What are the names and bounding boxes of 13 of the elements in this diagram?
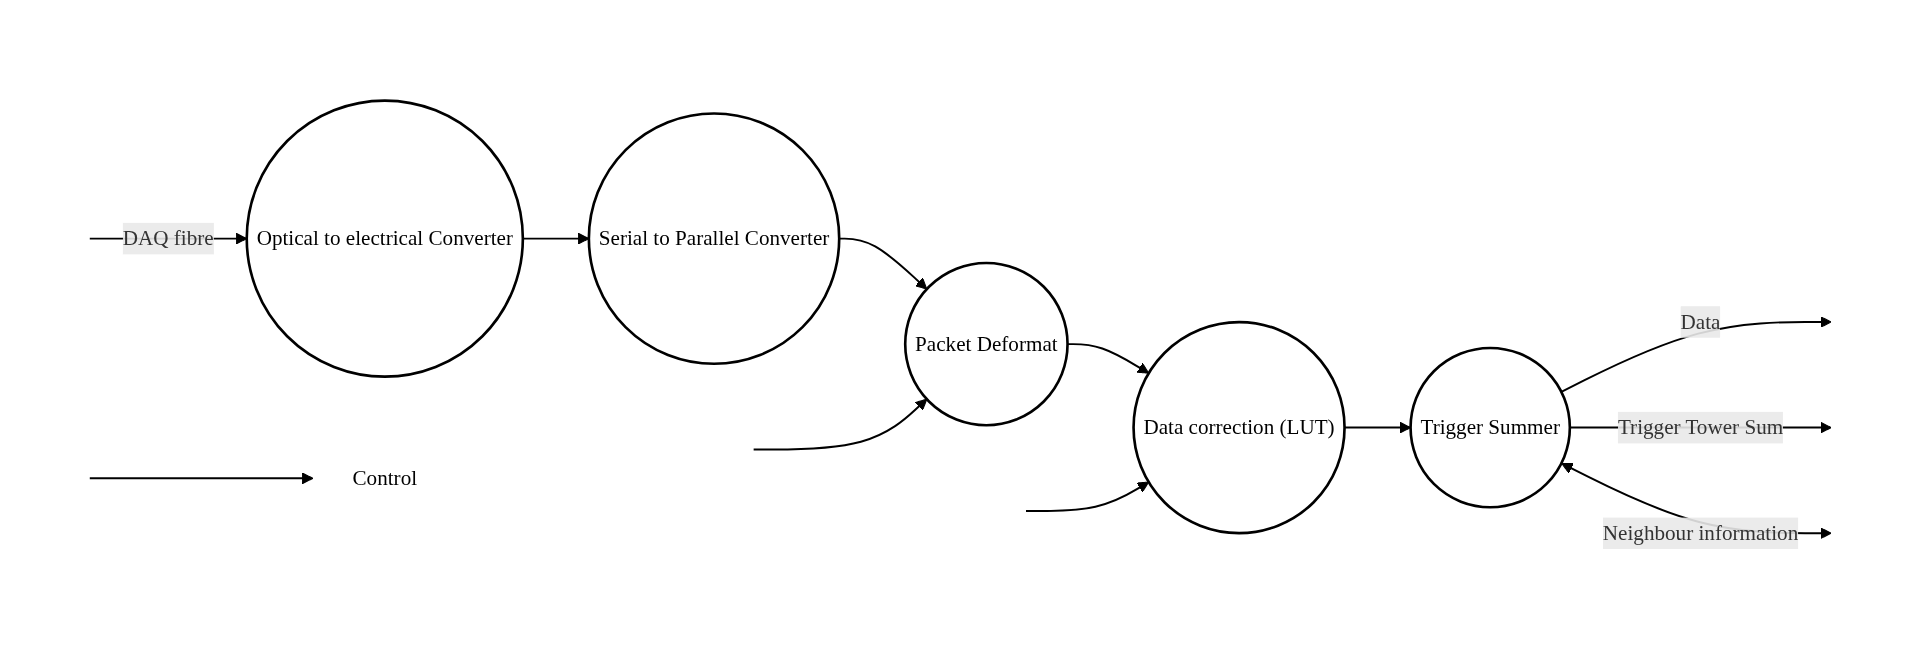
node-text: Control: [352, 466, 418, 490]
arrow: [88, 472, 314, 485]
arrow: [752, 398, 928, 451]
node-circle: Trigger Summer: [1409, 346, 1572, 509]
edge-label: Data: [1680, 310, 1721, 333]
edge-label: Neighbour information: [1602, 521, 1799, 544]
edge-label: Trigger Tower Sum: [1617, 415, 1784, 439]
arrow: [1025, 481, 1150, 513]
node-circle: Packet Deformat: [903, 261, 1069, 427]
node-circle: Optical to electrical Converter: [245, 99, 525, 379]
node-circle: Data correction (LUT): [1132, 321, 1346, 535]
node-circle: Serial to Parallel Converter: [587, 112, 841, 366]
edge-label: DAQ fibre: [122, 226, 214, 250]
